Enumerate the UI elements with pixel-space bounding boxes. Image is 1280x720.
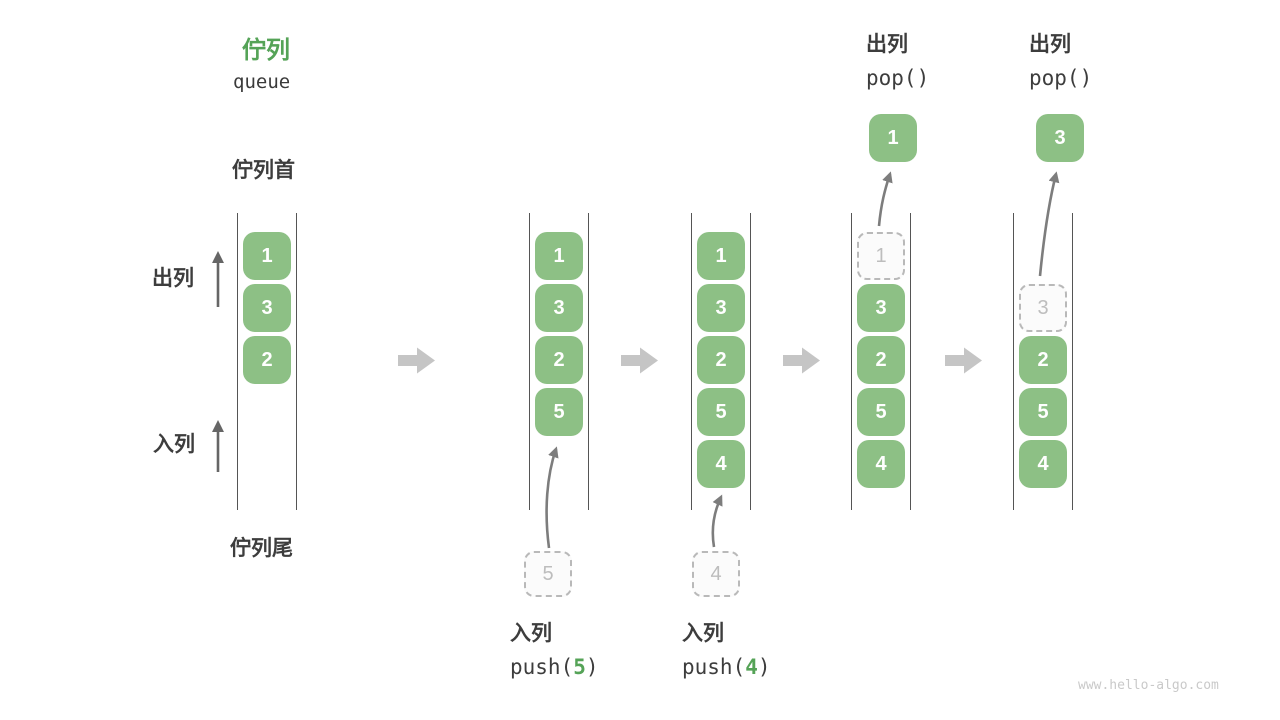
diagram-title-zh: 佇列 (242, 37, 290, 64)
queue-cell: 2 (857, 336, 905, 384)
pop-label-zh: 出列 (866, 33, 908, 56)
incoming-cell: 4 (692, 551, 740, 597)
push-fn: push( (510, 655, 574, 680)
operation-arrows (545, 171, 1060, 549)
queue-cell: 1 (243, 232, 291, 280)
queue-cell-ghost: 1 (857, 232, 905, 280)
queue-state-1: 1 3 2 (237, 213, 297, 510)
popped-cell: 1 (869, 114, 917, 162)
push-label-zh: 入列 (682, 622, 724, 645)
queue-cell: 3 (857, 284, 905, 332)
queue-cell: 2 (697, 336, 745, 384)
pop-operation-label-2: 出列 pop() (1029, 32, 1092, 90)
push-fn: push( (682, 655, 746, 680)
right-arrow-icon (398, 347, 435, 374)
queue-cell: 5 (1019, 388, 1067, 436)
queue-state-3: 1 3 2 5 4 (691, 213, 751, 510)
queue-cell: 4 (857, 440, 905, 488)
push-operation-label-2: 入列 push(4) (682, 621, 771, 679)
pop-label-zh: 出列 (1029, 33, 1071, 56)
queue-state-5: 3 2 5 4 (1013, 213, 1073, 510)
right-arrow-icon (945, 347, 982, 374)
right-arrow-icon (621, 347, 658, 374)
queue-rear-label: 佇列尾 (230, 537, 293, 560)
push-arg: 4 (745, 655, 758, 680)
push-label-code: push(4) (682, 655, 771, 679)
pop-label-code: pop() (1029, 66, 1093, 91)
push-close: ) (757, 655, 771, 680)
popped-cell: 3 (1036, 114, 1084, 162)
queue-cell: 4 (697, 440, 745, 488)
queue-cell: 5 (857, 388, 905, 436)
queue-cell: 2 (1019, 336, 1067, 384)
incoming-cell: 5 (524, 551, 572, 597)
right-arrow-icon (783, 347, 820, 374)
pop-label-code: pop() (866, 66, 930, 91)
queue-cell: 3 (697, 284, 745, 332)
push-arg: 5 (573, 655, 586, 680)
queue-cell: 4 (1019, 440, 1067, 488)
push-close: ) (585, 655, 599, 680)
push-operation-label-1: 入列 push(5) (510, 621, 599, 679)
dequeue-side-label: 出列 (152, 267, 194, 290)
diagram-title-en: queue (233, 71, 291, 93)
queue-cell: 2 (535, 336, 583, 384)
queue-cell-ghost: 3 (1019, 284, 1067, 332)
queue-cell: 2 (243, 336, 291, 384)
queue-cell: 3 (535, 284, 583, 332)
queue-state-4: 1 3 2 5 4 (851, 213, 911, 510)
queue-cell: 1 (697, 232, 745, 280)
queue-front-label: 佇列首 (232, 159, 295, 182)
queue-cell: 3 (243, 284, 291, 332)
queue-cell: 5 (697, 388, 745, 436)
enqueue-side-label: 入列 (153, 433, 195, 456)
queue-cell: 1 (535, 232, 583, 280)
pop-operation-label-1: 出列 pop() (866, 32, 929, 90)
push-label-zh: 入列 (510, 622, 552, 645)
queue-state-2: 1 3 2 5 (529, 213, 589, 510)
queue-cell: 5 (535, 388, 583, 436)
watermark: www.hello-algo.com (1078, 678, 1219, 693)
push-label-code: push(5) (510, 655, 599, 679)
